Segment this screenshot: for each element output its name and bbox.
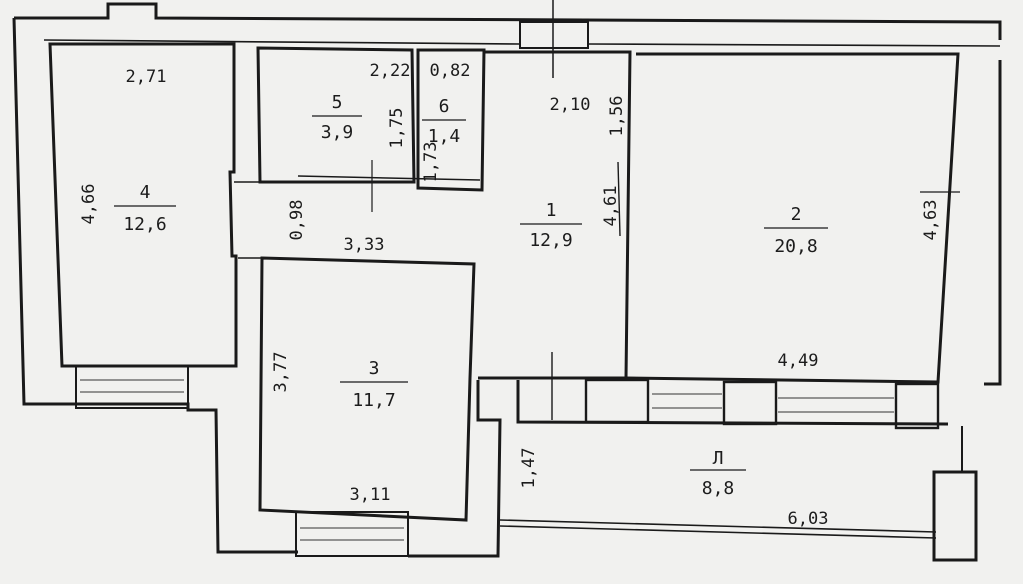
room-1-number: 1 [546, 200, 557, 221]
dim-corridor-gap: 1,56 [607, 96, 627, 137]
room-6-walls [416, 48, 486, 192]
room-2-number: 2 [791, 204, 802, 225]
room-4-walls [48, 42, 238, 368]
dim-room4-height: 4,66 [79, 184, 99, 225]
dim-room2-width: 4,49 [778, 351, 819, 371]
balcony-column [932, 470, 978, 562]
room-5-number: 5 [332, 92, 343, 113]
room-5-area: 3,9 [321, 122, 354, 143]
dim-room6-height: 1,73 [421, 142, 441, 183]
dim-balcony-height: 1,47 [519, 448, 539, 489]
fraction-lines [114, 115, 828, 471]
room-5-6-bottom [297, 175, 481, 181]
outer-wall [14, 2, 1002, 40]
dim-room2-height: 4,63 [921, 200, 941, 241]
balcony-rail [499, 519, 937, 539]
room-4-number: 4 [140, 182, 151, 203]
room-6-number: 6 [439, 96, 450, 117]
dim-room5-width: 2,22 [370, 61, 411, 81]
room-3-walls [258, 256, 476, 522]
dim-corridor-top: 2,10 [550, 95, 591, 115]
outer-wall-left [12, 17, 298, 554]
dim-corridor-narrow: 0,98 [287, 200, 307, 241]
dim-room3-height: 3,77 [271, 352, 291, 393]
dim-room3-bottom: 3,11 [350, 485, 391, 505]
dim-room4-width: 2,71 [126, 67, 167, 87]
room-2-area: 20,8 [774, 236, 817, 257]
room-6-area: 1,4 [428, 126, 461, 147]
dim-room5-height: 1,75 [387, 108, 407, 149]
room-2-door [617, 161, 621, 237]
balcony-wall-band [516, 378, 949, 430]
room-3-number: 3 [369, 358, 380, 379]
room-1-area: 12,9 [529, 230, 572, 251]
dim-room3-top: 3,33 [344, 235, 385, 255]
room-3-area: 11,7 [352, 390, 395, 411]
room-3-window [295, 511, 409, 557]
room-3-outer [408, 380, 502, 558]
balcony-number: Л [713, 448, 724, 469]
balcony-area: 8,8 [702, 478, 735, 499]
outer-wall-right [984, 60, 1002, 386]
outer-wall-inner-top [43, 39, 1001, 47]
dim-room6-width: 0,82 [430, 61, 471, 81]
dim-balcony-width: 6,03 [788, 509, 829, 529]
room-5-walls [256, 46, 416, 184]
dim-corridor-height: 4,61 [601, 186, 621, 227]
room-4-window [75, 365, 189, 409]
room-2-walls [625, 52, 960, 384]
room-4-area: 12,6 [123, 214, 166, 235]
entrance-door [519, 21, 589, 49]
